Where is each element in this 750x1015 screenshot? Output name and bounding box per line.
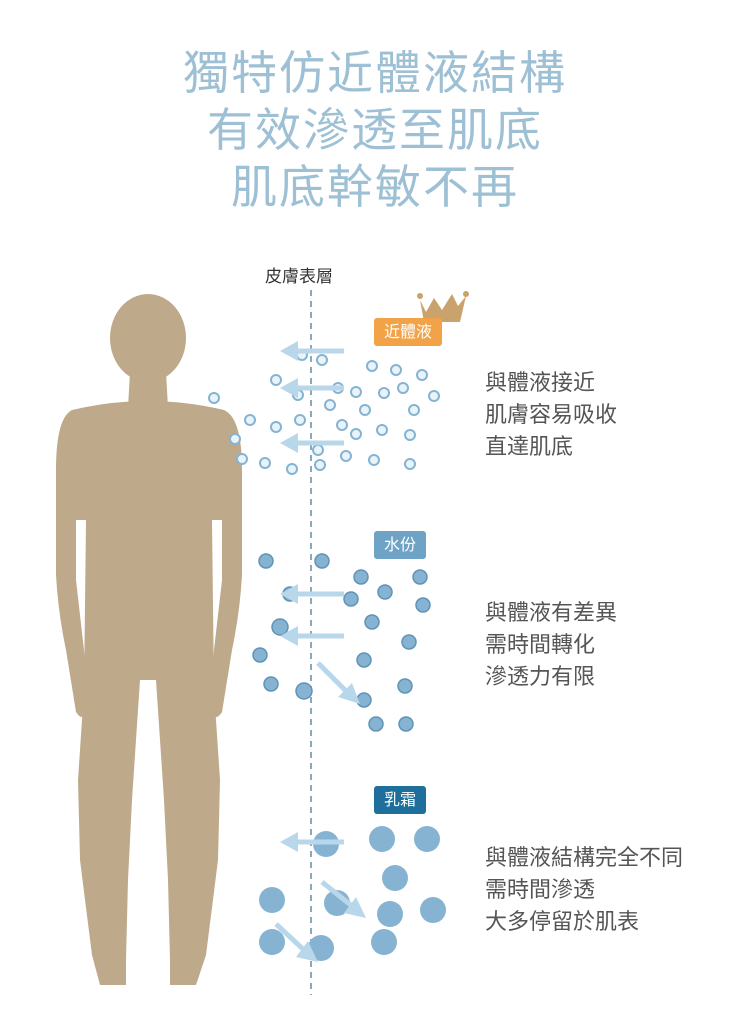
description-line: 需時間轉化	[485, 630, 617, 662]
tag-water: 水份	[374, 531, 426, 559]
water-particles	[253, 554, 430, 731]
description-line: 滲透力有限	[485, 662, 617, 694]
tag-near-body-fluid: 近體液	[374, 318, 442, 346]
description-line: 與體液有差異	[485, 598, 617, 630]
skin-layer-label: 皮膚表層	[265, 262, 333, 287]
cream-description: 與體液結構完全不同 需時間滲透 大多停留於肌表	[485, 843, 683, 939]
near-fluid-description: 與體液接近 肌膚容易吸收 直達肌底	[485, 368, 617, 464]
tag-cream: 乳霜	[374, 786, 426, 814]
cream-particles	[259, 826, 446, 961]
near-fluid-particles	[209, 350, 439, 474]
description-line: 直達肌底	[485, 432, 617, 464]
description-line: 與體液接近	[485, 368, 617, 400]
water-description: 與體液有差異 需時間轉化 滲透力有限	[485, 598, 617, 694]
description-line: 與體液結構完全不同	[485, 843, 683, 875]
description-line: 需時間滲透	[485, 875, 683, 907]
description-line: 肌膚容易吸收	[485, 400, 617, 432]
description-line: 大多停留於肌表	[485, 907, 683, 939]
